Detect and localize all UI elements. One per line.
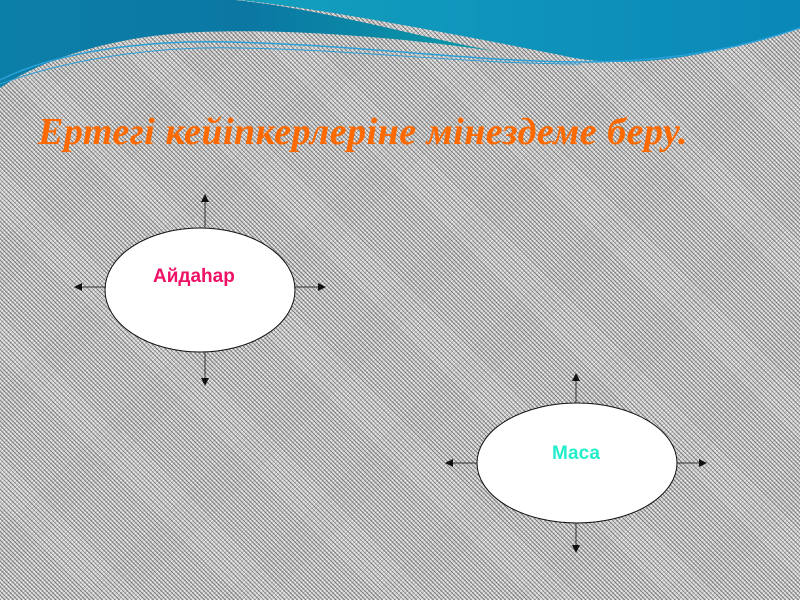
ellipse-aidahar — [104, 227, 296, 353]
slide-title: Ертегі кейіпкерлеріне мінездеме беру. — [38, 111, 688, 153]
diagram-node-1 — [74, 194, 326, 386]
node-label-masa: Маса — [552, 443, 600, 464]
diagram-node-2 — [445, 373, 707, 553]
node-label-aidahar: Айдаһар — [153, 266, 235, 287]
header-wave — [0, 0, 800, 88]
